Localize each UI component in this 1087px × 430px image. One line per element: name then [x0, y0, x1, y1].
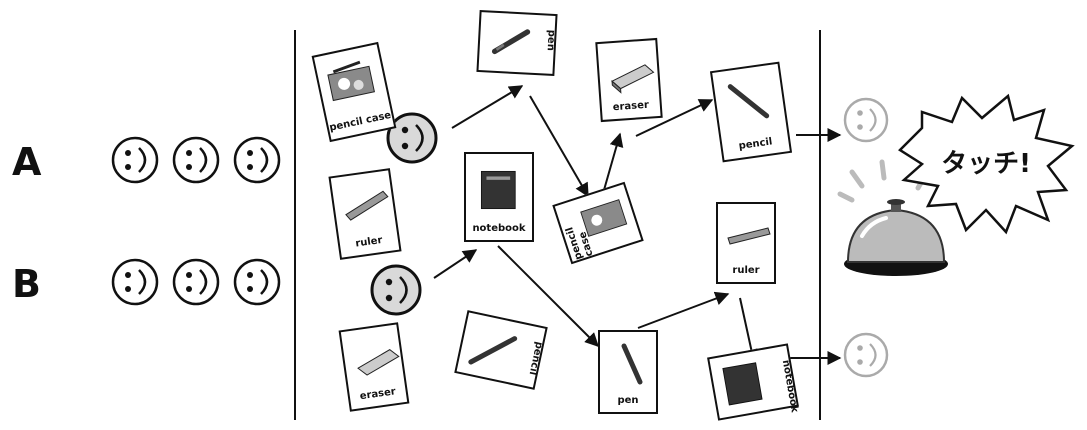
card-pencil-case-center: pencil case [552, 181, 644, 265]
team-a-route [451, 85, 842, 198]
notebook-icon [480, 170, 516, 210]
card-pencil: pencil [709, 61, 793, 163]
pencil-icon [468, 336, 518, 365]
team-b-runner-face-icon [370, 264, 422, 316]
smiley-face-icon [172, 136, 220, 184]
card-label: notebook [472, 223, 526, 234]
card-pen-bottom: pen [598, 330, 658, 414]
team-a-runner-face-icon [386, 112, 438, 164]
ruler-icon [727, 227, 771, 245]
eraser-icon [357, 349, 400, 376]
card-eraser: eraser [595, 37, 663, 123]
arrow-icon [603, 132, 624, 191]
arrow-icon [637, 291, 730, 329]
arrow-icon [635, 99, 714, 137]
card-label: eraser [359, 386, 397, 403]
card-label: pen [617, 395, 639, 406]
card-label: ruler [732, 265, 760, 276]
card-eraser-bottom: eraser [338, 322, 410, 412]
smiley-face-icon [111, 136, 159, 184]
notebook-icon [722, 362, 763, 406]
pencil-case-icon [327, 60, 375, 102]
card-notebook-bottom: notebook [707, 343, 800, 421]
ruler-icon [345, 190, 389, 221]
pencil-icon [727, 84, 770, 119]
card-pen: pen [476, 10, 558, 76]
card-label: pencil case [328, 109, 393, 134]
team-b-finished-face-icon [843, 332, 889, 378]
card-label: eraser [612, 99, 650, 114]
team-label-b: B [12, 262, 41, 306]
team-b-queue [111, 258, 281, 306]
smiley-face-icon [233, 136, 281, 184]
card-label: pencil [738, 136, 774, 152]
burst-icon: タッチ! [898, 93, 1075, 235]
team-label-a: A [12, 140, 42, 184]
eraser-icon [611, 64, 655, 94]
smiley-face-icon [172, 258, 220, 306]
team-a-finished-face-icon [843, 97, 889, 143]
arrow-icon [433, 249, 478, 279]
team-a-queue [111, 136, 281, 184]
pencil-case-icon [580, 199, 628, 237]
pen-icon [621, 343, 643, 385]
arrow-icon [529, 95, 589, 198]
touch-text: タッチ! [941, 149, 1031, 179]
arrow-icon [451, 85, 524, 129]
card-pencil-case: pencil case [311, 41, 397, 143]
card-ruler-right: ruler [716, 202, 776, 284]
pen-icon [491, 29, 531, 55]
card-label: ruler [354, 234, 384, 250]
card-notebook: notebook [464, 152, 534, 242]
card-ruler: ruler [328, 168, 402, 260]
smiley-face-icon [233, 258, 281, 306]
arrow-icon [497, 245, 599, 347]
smiley-face-icon [111, 258, 159, 306]
card-pencil-bottom: pencil [454, 310, 548, 390]
card-label: pen [544, 29, 557, 52]
